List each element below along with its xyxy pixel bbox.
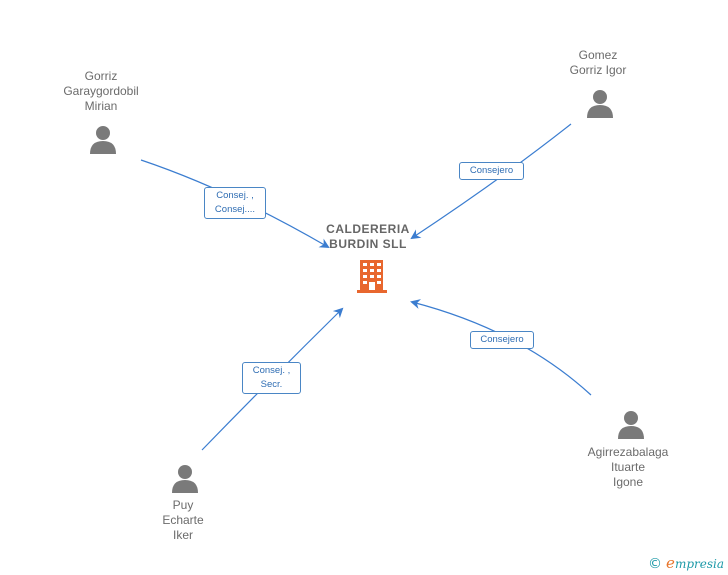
person-icon[interactable] [585, 88, 615, 118]
brand-logo[interactable]: ©empresia [648, 554, 724, 572]
person-name-puy-echarte-iker[interactable]: Puy Echarte Iker [162, 498, 204, 542]
person-name-gomez-gorriz-igor[interactable]: Gomez Gorriz Igor [569, 48, 627, 77]
person-icon[interactable] [170, 463, 200, 493]
person-name-gorriz-garaygordobil-mirian[interactable]: Gorriz Garaygordobil Mirian [63, 69, 139, 113]
brand-initial: e [666, 554, 675, 572]
relation-label-gorriz[interactable]: Consej. , Consej.... [204, 187, 266, 219]
relation-label-agirrezabalaga[interactable]: Consejero [470, 331, 534, 349]
company-name[interactable]: CALDERERIA BURDIN SLL [326, 222, 410, 251]
person-name-agirrezabalaga-ituarte-igone[interactable]: Agirrezabalaga Ituarte Igone [587, 445, 669, 489]
person-icon[interactable] [616, 409, 646, 439]
brand-name: mpresia [674, 557, 724, 571]
building-icon[interactable] [357, 260, 387, 293]
relation-label-gomez[interactable]: Consejero [459, 162, 524, 180]
edge-gomez-to-company [410, 123, 572, 240]
person-icon[interactable] [88, 124, 118, 154]
copyright-symbol: © [648, 556, 663, 572]
relation-label-puy[interactable]: Consej. , Secr. [242, 362, 301, 394]
